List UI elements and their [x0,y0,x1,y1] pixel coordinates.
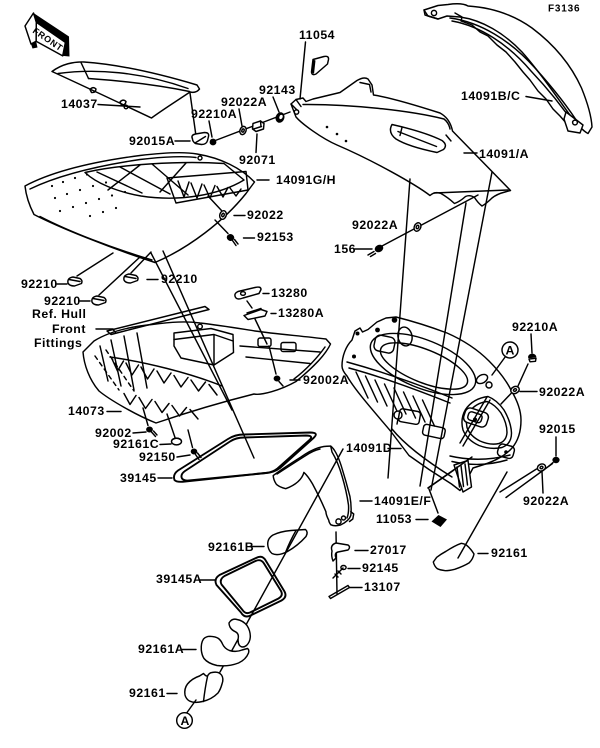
svg-text:14091G/H: 14091G/H [276,173,336,187]
svg-text:92161: 92161 [491,546,528,560]
svg-text:39145A: 39145A [156,572,202,586]
svg-text:92145: 92145 [362,561,399,575]
svg-text:13280: 13280 [271,286,308,300]
svg-text:14091E/F: 14091E/F [374,494,431,508]
svg-text:92015A: 92015A [129,134,175,148]
svg-text:A: A [506,344,515,358]
svg-text:92022A: 92022A [352,218,398,232]
svg-text:14091B/C: 14091B/C [461,89,520,103]
svg-text:11053: 11053 [376,512,412,526]
svg-text:92210A: 92210A [512,320,558,334]
svg-text:A: A [181,714,190,728]
svg-text:92022A: 92022A [221,95,267,109]
svg-text:14091D: 14091D [346,441,392,455]
svg-text:92022A: 92022A [523,494,569,508]
svg-text:14037: 14037 [61,97,98,111]
svg-text:92071: 92071 [239,153,276,167]
svg-text:92022: 92022 [247,208,284,222]
svg-text:14073: 14073 [68,404,105,418]
svg-text:92210A: 92210A [191,107,237,121]
svg-text:156: 156 [334,242,356,256]
svg-text:Front: Front [52,322,86,336]
svg-text:27017: 27017 [370,543,407,557]
svg-text:92210: 92210 [21,277,58,291]
svg-text:92161C: 92161C [113,437,159,451]
svg-text:Ref. Hull: Ref. Hull [32,307,86,321]
svg-text:14091/A: 14091/A [479,147,529,161]
svg-text:92002: 92002 [95,426,132,440]
svg-text:92022A: 92022A [539,385,585,399]
svg-text:92153: 92153 [257,230,294,244]
svg-text:92150: 92150 [139,450,176,464]
svg-text:92002A: 92002A [303,373,349,387]
svg-text:92210: 92210 [161,272,198,286]
svg-text:11054: 11054 [299,28,335,42]
svg-text:39145: 39145 [120,471,157,485]
svg-text:13107: 13107 [364,580,401,594]
svg-text:13280A: 13280A [278,306,324,320]
svg-text:92161A: 92161A [138,642,184,656]
svg-text:92210: 92210 [44,294,81,308]
svg-text:92143: 92143 [259,83,296,97]
svg-text:92015: 92015 [539,422,576,436]
svg-text:92161B: 92161B [208,540,254,554]
svg-text:F3136: F3136 [548,4,580,15]
svg-text:Fittings: Fittings [34,336,82,350]
svg-text:92161: 92161 [129,686,166,700]
